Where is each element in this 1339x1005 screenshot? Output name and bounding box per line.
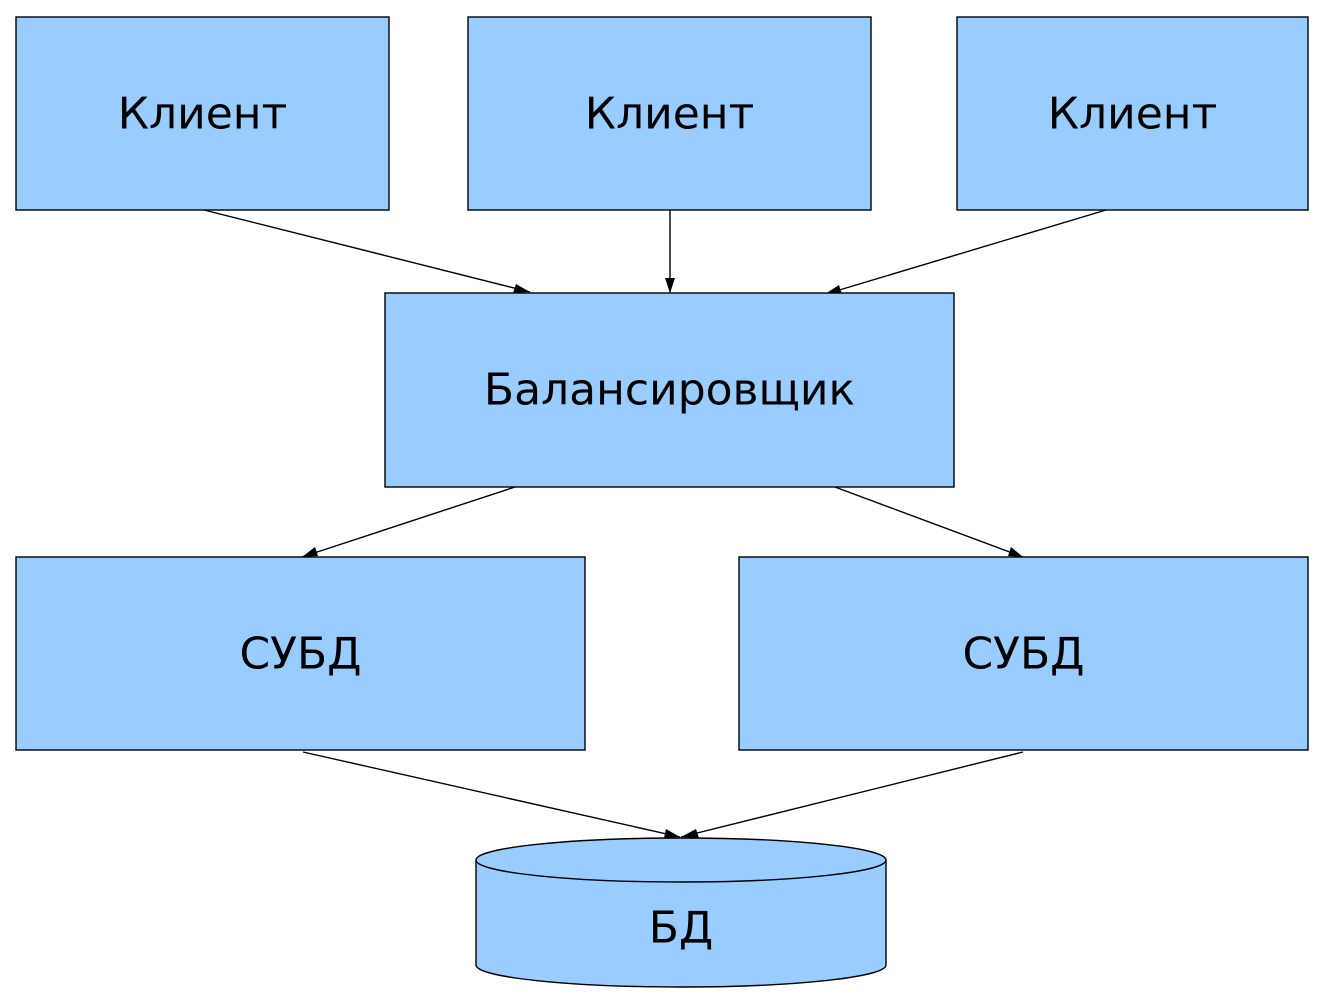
balancer-node: Балансировщик bbox=[384, 292, 955, 488]
client-box-3 bbox=[956, 16, 1309, 211]
database-label: БД bbox=[649, 903, 714, 954]
client-label-1: Клиент bbox=[118, 89, 287, 140]
dbms-box-2 bbox=[738, 556, 1309, 751]
client-box-2 bbox=[467, 16, 872, 211]
client-node-3: Клиент bbox=[956, 16, 1309, 211]
edge-dbms-1-to-database bbox=[302, 751, 681, 838]
client-node-1: Клиент bbox=[15, 16, 390, 211]
arrowhead-client-2 bbox=[665, 278, 675, 293]
arrowhead-client-3 bbox=[825, 285, 842, 294]
arrowhead-database-left bbox=[664, 829, 680, 838]
database-node: БД bbox=[475, 837, 887, 988]
client-label-3: Клиент bbox=[1048, 89, 1217, 140]
arrowhead-client-1 bbox=[513, 284, 530, 293]
connectors bbox=[203, 209, 1107, 838]
dbms-node-1: СУБД bbox=[15, 556, 586, 751]
edge-client-1-to-balancer bbox=[203, 209, 531, 293]
dbms-node-2: СУБД bbox=[738, 556, 1309, 751]
edge-balancer-to-dbms-1 bbox=[301, 486, 516, 558]
database-cylinder-top bbox=[475, 837, 887, 883]
dbms-label-1: СУБД bbox=[239, 629, 361, 680]
client-label-2: Клиент bbox=[585, 89, 754, 140]
dbms-label-2: СУБД bbox=[962, 629, 1084, 680]
edge-dbms-2-to-database bbox=[680, 751, 1024, 838]
balancer-label: Балансировщик bbox=[484, 365, 855, 416]
balancer-box bbox=[384, 292, 955, 488]
arrowhead-dbms-2 bbox=[1008, 547, 1023, 557]
dbms-box-1 bbox=[15, 556, 586, 751]
database-cylinder-body bbox=[475, 860, 887, 988]
client-node-2: Клиент bbox=[467, 16, 872, 211]
edge-client-3-to-balancer bbox=[825, 209, 1107, 295]
arrowheads bbox=[302, 278, 1023, 838]
edge-balancer-to-dbms-2 bbox=[834, 486, 1024, 558]
client-box-1 bbox=[15, 16, 390, 211]
arrowhead-dbms-1 bbox=[302, 547, 318, 557]
arrowhead-database-right bbox=[681, 829, 699, 838]
